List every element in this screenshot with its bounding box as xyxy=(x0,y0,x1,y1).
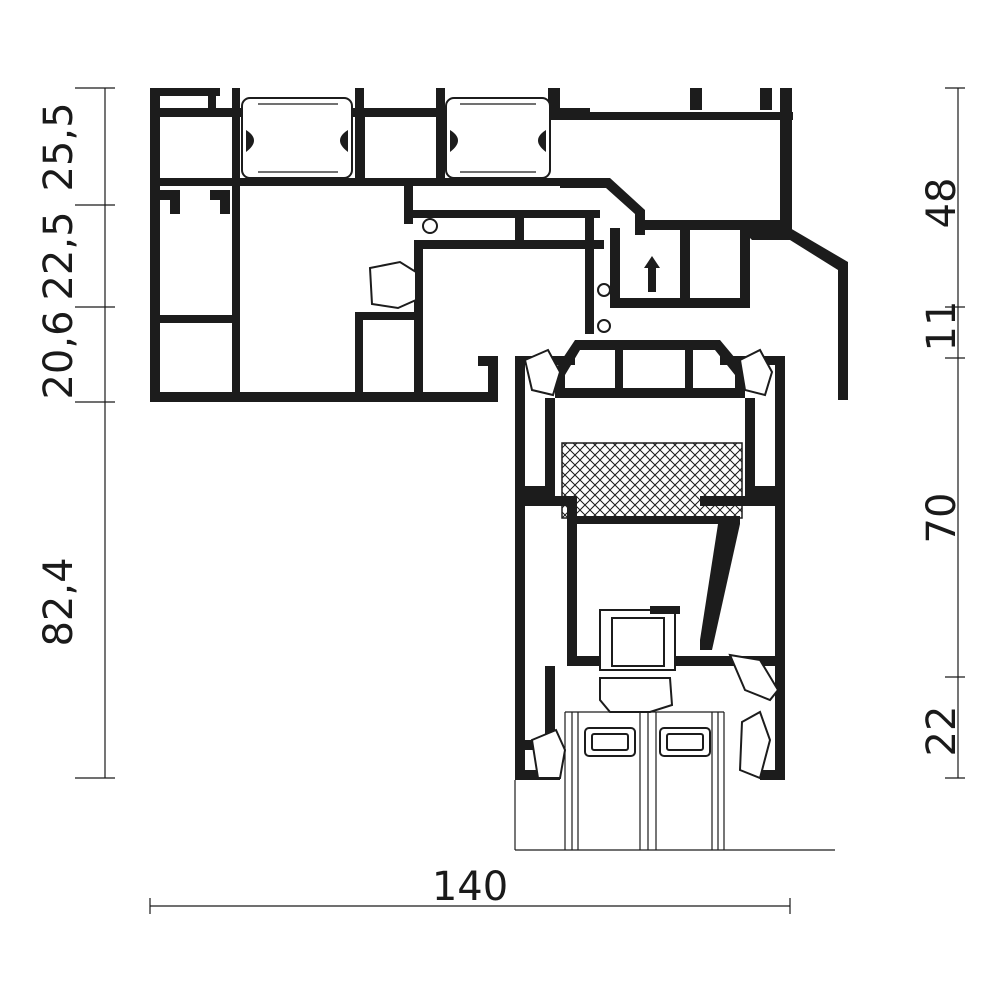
dim-label-70: 70 xyxy=(919,493,965,544)
left-dimension-chain: 25,5 22,5 20,6 82,4 xyxy=(36,87,115,779)
dim-label-25-5: 25,5 xyxy=(36,102,82,191)
upper-frame-profile xyxy=(150,88,848,402)
dim-label-82-4: 82,4 xyxy=(36,557,82,646)
dim-label-48: 48 xyxy=(919,178,965,229)
dim-label-11: 11 xyxy=(919,301,965,352)
vertical-sash-profile xyxy=(515,340,785,780)
dim-label-20-6: 20,6 xyxy=(36,310,82,399)
frame-gasket-upper xyxy=(368,218,611,333)
dim-label-22-5: 22,5 xyxy=(36,211,82,300)
right-dimension-chain: 48 11 70 22 xyxy=(919,87,965,779)
thermal-break-right xyxy=(445,97,551,179)
thermal-break-left xyxy=(241,97,353,179)
bottom-dimension: 140 xyxy=(149,864,791,914)
insulation-foam xyxy=(561,442,743,519)
dim-label-22: 22 xyxy=(919,706,965,757)
dim-label-140: 140 xyxy=(432,864,508,910)
glazing-unit xyxy=(514,711,835,851)
